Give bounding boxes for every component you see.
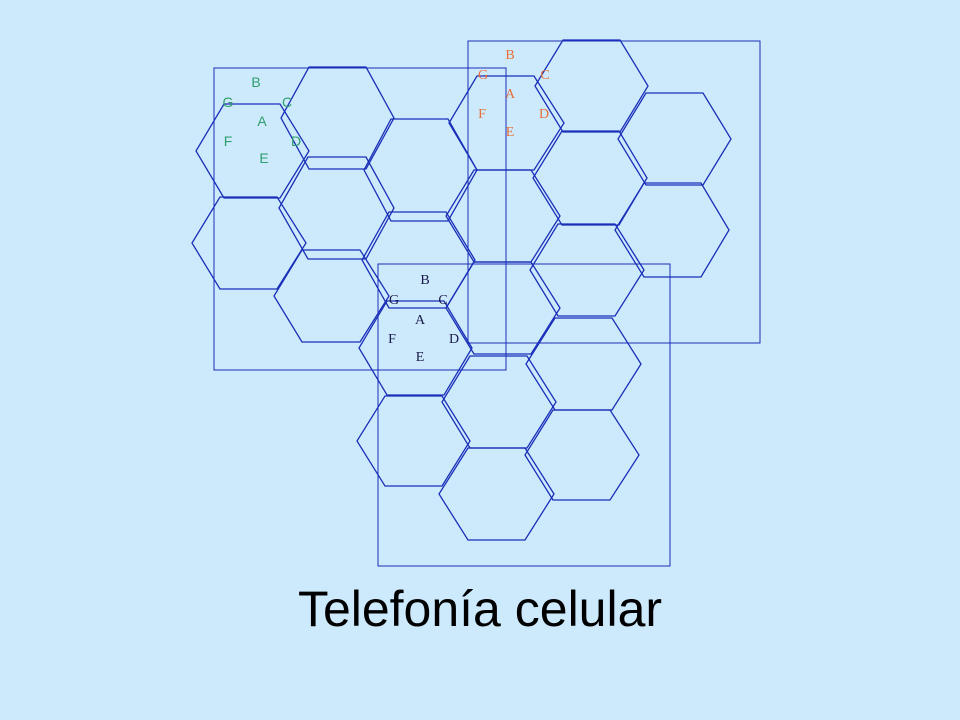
label-G: G (478, 68, 488, 83)
cell-F (614, 182, 730, 278)
labels-green: B G C A F D E (223, 74, 302, 166)
cell-A (445, 261, 561, 355)
cell-D (195, 103, 310, 199)
cell-D (448, 75, 565, 171)
label-E: E (416, 350, 425, 365)
label-G: G (389, 293, 399, 308)
cell-E (191, 196, 307, 290)
cell-C (532, 130, 648, 226)
cluster-frame-orange (467, 40, 761, 344)
cell-A (280, 66, 395, 170)
label-B: B (420, 273, 429, 288)
label-C: C (438, 293, 447, 308)
label-E: E (259, 150, 268, 166)
label-F: F (478, 107, 486, 122)
label-B: B (251, 74, 260, 90)
cell-G (529, 223, 645, 317)
label-G: G (223, 94, 234, 110)
cell-D (358, 300, 473, 396)
cluster-frame-green (213, 67, 507, 371)
cell-G (438, 447, 555, 541)
cluster-green (191, 66, 478, 343)
label-A: A (415, 313, 426, 328)
label-E: E (506, 125, 515, 140)
label-F: F (224, 133, 233, 149)
cell-B (617, 92, 732, 186)
cell-G (273, 249, 390, 343)
label-F: F (388, 332, 396, 347)
cell-E (356, 395, 471, 487)
label-D: D (449, 332, 459, 347)
labels-navy: B G C A F D E (388, 273, 459, 365)
label-A: A (505, 87, 516, 102)
cell-B (363, 118, 478, 222)
cell-C (441, 355, 557, 449)
cluster-frame-navy (377, 263, 671, 567)
label-D: D (539, 107, 549, 122)
cell-B (525, 317, 642, 411)
label-C: C (540, 68, 549, 83)
label-A: A (257, 113, 267, 129)
label-D: D (291, 133, 301, 149)
slide-title: Telefonía celular (297, 581, 663, 637)
cluster-navy (356, 261, 642, 541)
cluster-orange (445, 39, 732, 317)
cell-F (361, 211, 476, 309)
label-B: B (505, 48, 514, 63)
label-C: C (282, 94, 292, 110)
labels-orange: B G C A F D E (478, 48, 550, 140)
cell-F (524, 409, 640, 501)
